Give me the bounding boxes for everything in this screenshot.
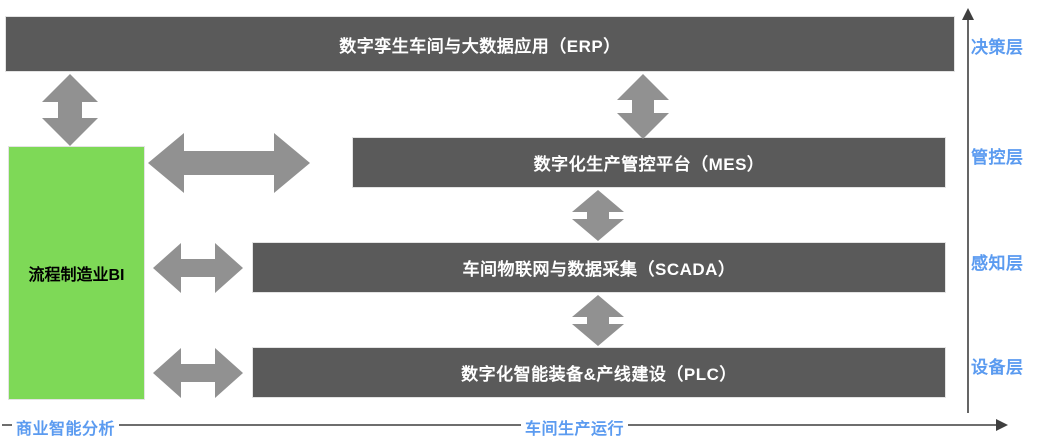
layer-label-decision: 决策层 [971, 33, 1024, 58]
bar-plc-label: 数字化智能装备&产线建设（PLC） [461, 365, 737, 384]
bar-erp[interactable]: 数字孪生车间与大数据应用（ERP） [5, 16, 955, 72]
layer-label-perception: 感知层 [971, 249, 1024, 274]
arrow-erp-mes-vertical [617, 74, 669, 139]
box-bi-label: 流程制造业BI [28, 267, 125, 284]
bar-scada-label: 车间物联网与数据采集（SCADA） [462, 260, 736, 279]
layer-label-management: 管控层 [971, 143, 1024, 168]
layer-label-perception-text: 感知层 [971, 254, 1024, 273]
arrow-bi-plc-horizontal [153, 348, 243, 398]
layer-label-decision-text: 决策层 [971, 38, 1024, 57]
bottom-label-bi-text: 商业智能分析 [16, 421, 116, 438]
layer-label-management-text: 管控层 [971, 148, 1024, 167]
layer-label-equipment-text: 设备层 [971, 358, 1024, 377]
bar-plc[interactable]: 数字化智能装备&产线建设（PLC） [252, 347, 946, 398]
bar-mes-label: 数字化生产管控平台（MES） [533, 155, 765, 174]
arrow-erp-bi-vertical [42, 74, 98, 146]
arrow-scada-plc-vertical [572, 295, 624, 346]
bottom-label-production: 车间生产运行 [521, 415, 629, 439]
bottom-label-bi: 商业智能分析 [12, 415, 120, 439]
horizontal-axis-arrow [0, 415, 1010, 440]
vertical-axis-arrow [960, 8, 976, 418]
bar-mes[interactable]: 数字化生产管控平台（MES） [352, 137, 946, 188]
arrow-bi-mes-horizontal [148, 133, 310, 193]
arrow-bi-scada-horizontal [153, 243, 243, 293]
bar-erp-label: 数字孪生车间与大数据应用（ERP） [339, 36, 621, 56]
layer-label-equipment: 设备层 [971, 353, 1024, 378]
bottom-label-production-text: 车间生产运行 [525, 421, 625, 438]
box-process-manufacturing-bi[interactable]: 流程制造业BI [8, 146, 145, 400]
arrow-mes-scada-vertical [572, 190, 624, 241]
bar-scada[interactable]: 车间物联网与数据采集（SCADA） [252, 242, 946, 293]
